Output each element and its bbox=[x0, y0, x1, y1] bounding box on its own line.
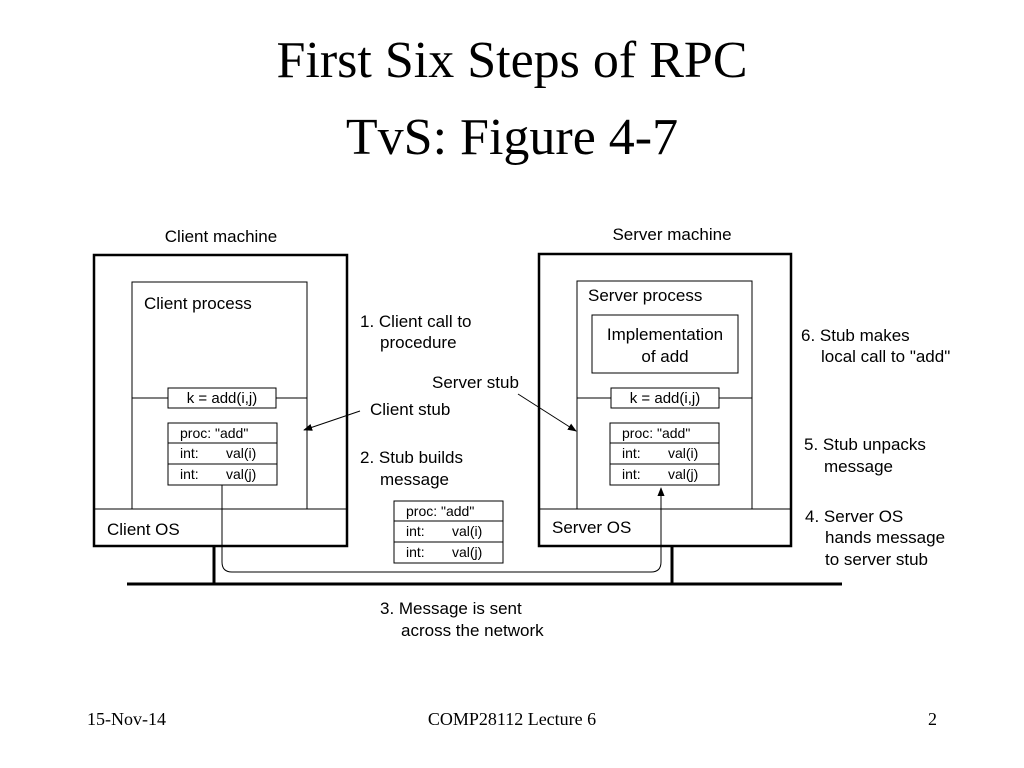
step3-line2: across the network bbox=[401, 621, 544, 640]
transit-message-row1: proc: "add" bbox=[406, 503, 474, 519]
client-machine-box bbox=[92, 253, 349, 548]
step6-line1: 6. Stub makes bbox=[801, 326, 910, 345]
server-machine-label: Server machine bbox=[612, 225, 731, 244]
transit-message-row2-type: int: bbox=[406, 523, 425, 539]
step1-line1: 1. Client call to bbox=[360, 312, 472, 331]
client-call-box bbox=[167, 387, 277, 409]
implementation-line1: Implementation bbox=[607, 325, 723, 344]
footer-course: COMP28112 Lecture 6 bbox=[427, 709, 597, 729]
server-stub-label: Server stub bbox=[432, 373, 519, 392]
step3-line1: 3. Message is sent bbox=[380, 599, 522, 618]
step5-line1: 5. Stub unpacks bbox=[804, 435, 926, 454]
server-process-label: Server process bbox=[588, 286, 702, 305]
client-message-row1: proc: "add" bbox=[180, 425, 248, 441]
message-path bbox=[221, 485, 665, 573]
footer-date: 15-Nov-14 bbox=[87, 709, 166, 729]
step1-line2: procedure bbox=[380, 333, 457, 352]
server-message-row2-type: int: bbox=[622, 445, 641, 461]
implementation-line2: of add bbox=[641, 347, 688, 366]
server-message-row3-val: val(j) bbox=[668, 466, 698, 482]
transit-message-row2-val: val(i) bbox=[452, 523, 482, 539]
server-message-row2-val: val(i) bbox=[668, 445, 698, 461]
transit-message-row3-type: int: bbox=[406, 544, 425, 560]
server-message-row1: proc: "add" bbox=[622, 425, 690, 441]
client-process-box bbox=[131, 281, 308, 509]
client-stub-label: Client stub bbox=[370, 400, 450, 419]
client-message-row3-type: int: bbox=[180, 466, 199, 482]
server-call-text: k = add(i,j) bbox=[630, 390, 700, 407]
slide-title-line1: First Six Steps of RPC bbox=[276, 32, 748, 89]
server-call-box bbox=[610, 387, 720, 409]
server-machine-box bbox=[537, 252, 793, 548]
server-message-row3-type: int: bbox=[622, 466, 641, 482]
step4-line3: to server stub bbox=[825, 550, 928, 569]
client-os-label: Client OS bbox=[107, 520, 180, 539]
footer-page-number: 2 bbox=[928, 709, 937, 729]
client-stub-arrow bbox=[303, 410, 361, 431]
slide-title-line2: TvS: Figure 4-7 bbox=[345, 109, 679, 166]
client-message-row2-val: val(i) bbox=[226, 445, 256, 461]
transit-message-row3-val: val(j) bbox=[452, 544, 482, 560]
client-machine-label: Client machine bbox=[165, 227, 277, 246]
step4-line1: 4. Server OS bbox=[805, 507, 903, 526]
client-message-row2-type: int: bbox=[180, 445, 199, 461]
server-message-box bbox=[609, 422, 720, 486]
step2-line1: 2. Stub builds bbox=[360, 448, 463, 467]
step4-line2: hands message bbox=[825, 528, 945, 547]
client-message-box bbox=[167, 422, 278, 486]
step5-line2: message bbox=[824, 457, 893, 476]
transit-message-box bbox=[393, 500, 504, 564]
server-os-label: Server OS bbox=[552, 518, 631, 537]
client-message-row3-val: val(j) bbox=[226, 466, 256, 482]
step6-line2: local call to "add" bbox=[821, 347, 950, 366]
client-call-text: k = add(i,j) bbox=[187, 390, 257, 407]
server-stub-arrow bbox=[517, 393, 577, 432]
client-process-label: Client process bbox=[144, 294, 252, 313]
step2-line2: message bbox=[380, 470, 449, 489]
implementation-box bbox=[591, 314, 739, 374]
server-process-box bbox=[576, 280, 753, 509]
